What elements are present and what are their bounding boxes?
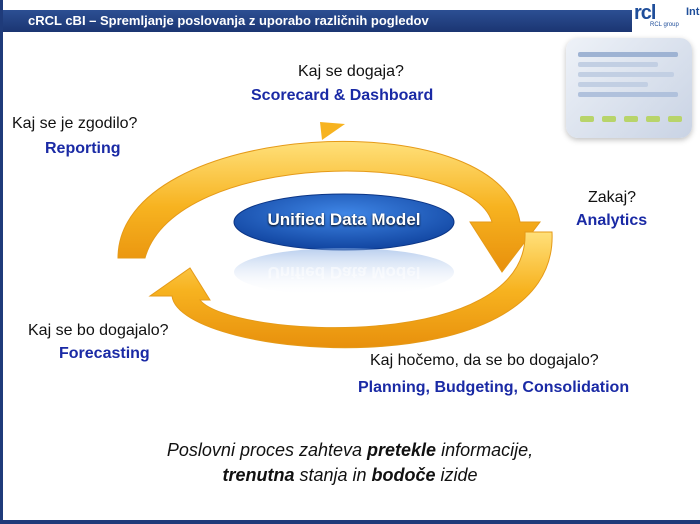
dashboard-thumbnail: [566, 38, 692, 138]
stage-question-scorecard: Kaj se dogaja?: [298, 63, 404, 80]
stage-label-planning: Planning, Budgeting, Consolidation: [358, 379, 630, 396]
stage-label-scorecard: Scorecard & Dashboard: [251, 87, 434, 104]
upper-cycle-arrow: [117, 140, 542, 273]
slide-title: cRCL cBI – Spremljanje poslovanja z upor…: [28, 13, 429, 28]
stage-question-analytics: Zakaj?: [588, 189, 637, 206]
company-logo: rcl Int RCL group: [632, 0, 700, 34]
unified-data-model-reflection: [234, 248, 454, 296]
stage-label-analytics: Analytics: [576, 212, 648, 229]
logo-suffix: Int: [686, 6, 700, 18]
logo-mark: rcl: [634, 2, 656, 24]
frame-left-border: [0, 0, 3, 524]
header-top-line: [0, 0, 700, 10]
top-arrowhead: [320, 122, 345, 140]
stage-label-reporting: Reporting: [45, 140, 121, 157]
center-label: Unified Data Model: [267, 210, 421, 229]
center-label-reflection: Unified Data Model: [267, 263, 421, 282]
stage-question-reporting: Kaj se je zgodilo?: [12, 115, 138, 132]
logo-subtitle: RCL group: [650, 22, 679, 28]
stage-label-forecasting: Forecasting: [59, 345, 150, 362]
stage-question-forecasting: Kaj se bo dogajalo?: [28, 322, 169, 339]
frame-bottom-border: [0, 520, 700, 524]
lower-cycle-arrow: [148, 231, 553, 349]
stage-question-planning: Kaj hočemo, da se bo dogajalo?: [370, 352, 599, 369]
footer-line-1: Poslovni proces zahteva pretekle informa…: [166, 440, 534, 460]
header-bar: [0, 10, 632, 32]
footer-line-2: trenutna stanja in bodoče izide: [222, 465, 478, 485]
